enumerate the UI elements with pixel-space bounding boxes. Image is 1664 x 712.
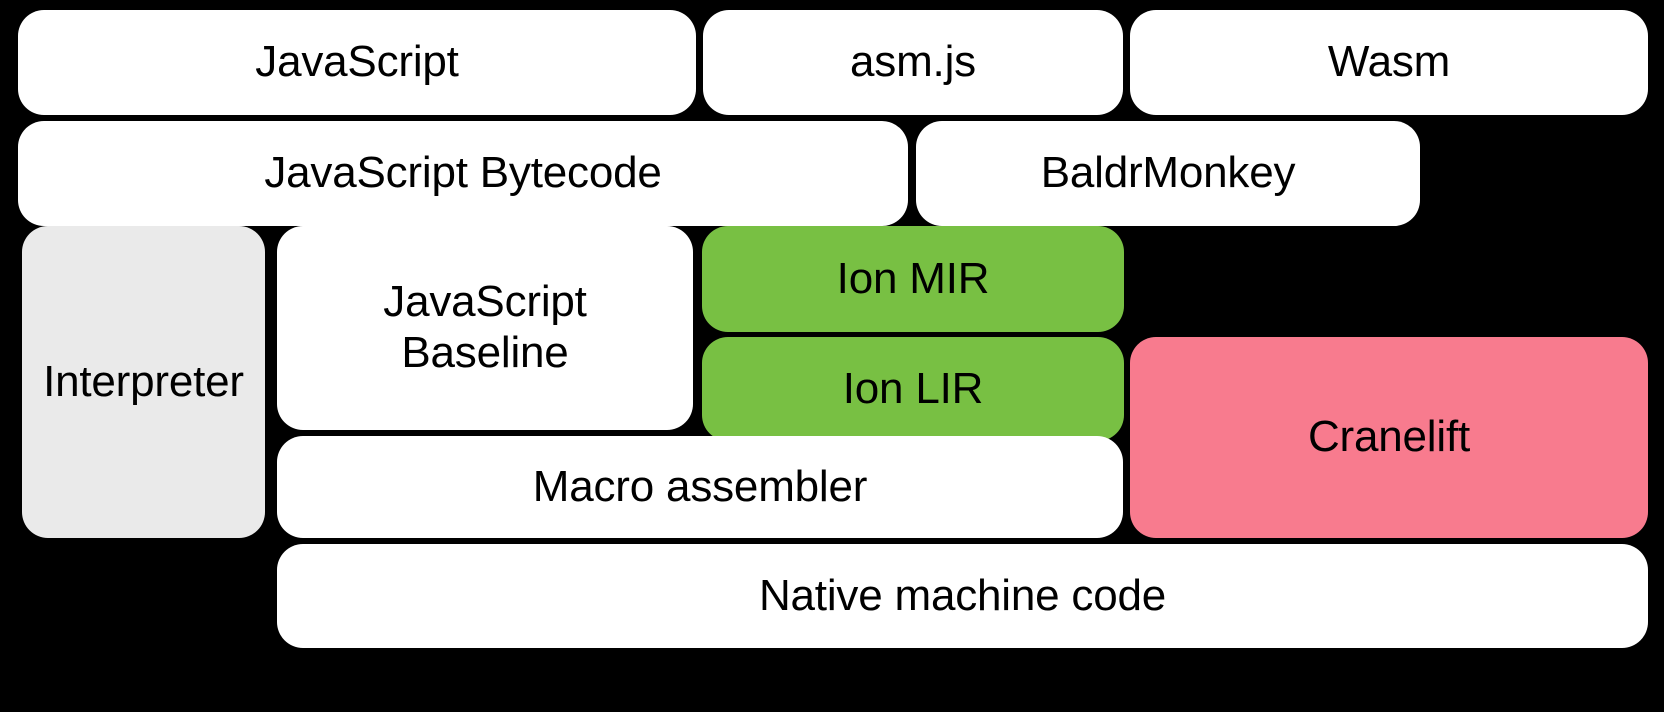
node-cranelift[interactable]: Cranelift [1130, 337, 1648, 538]
node-ion-lir[interactable]: Ion LIR [702, 337, 1124, 441]
node-javascript-bytecode[interactable]: JavaScript Bytecode [18, 121, 908, 226]
node-wasm[interactable]: Wasm [1130, 10, 1648, 115]
node-asmjs[interactable]: asm.js [703, 10, 1123, 115]
node-baldrmonkey[interactable]: BaldrMonkey [916, 121, 1420, 226]
node-javascript-baseline[interactable]: JavaScript Baseline [277, 226, 693, 430]
node-native-machine-code[interactable]: Native machine code [277, 544, 1648, 648]
node-interpreter[interactable]: Interpreter [22, 226, 265, 538]
node-javascript[interactable]: JavaScript [18, 10, 696, 115]
node-macro-assembler[interactable]: Macro assembler [277, 436, 1123, 538]
node-ion-mir[interactable]: Ion MIR [702, 226, 1124, 332]
